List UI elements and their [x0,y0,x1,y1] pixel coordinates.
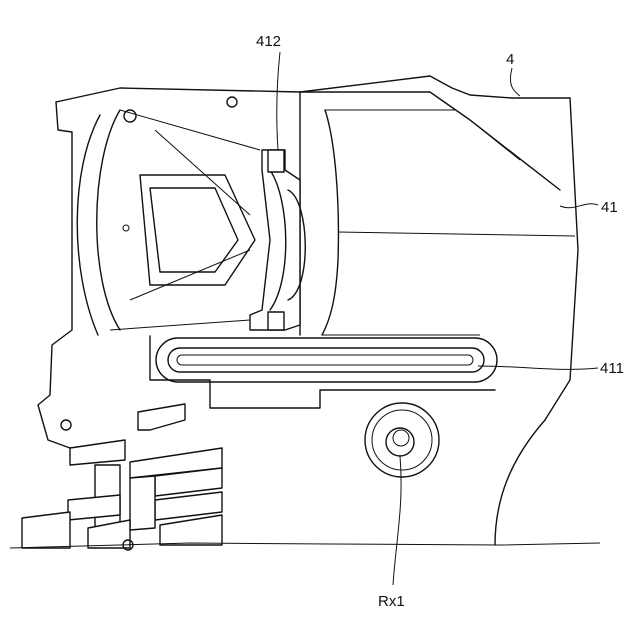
receiver-rx1 [365,403,439,477]
label-4: 4 [506,51,514,68]
body-41 [300,92,575,335]
label-411: 411 [600,360,624,377]
leader-lines [277,52,598,585]
label-41: 41 [601,199,618,216]
label-412: 412 [256,33,281,50]
slot-411 [150,336,497,408]
lower-connectors [22,404,222,548]
label-rx1: Rx1 [378,593,405,610]
flange-412 [250,150,305,330]
lens-ring-assembly [77,110,260,335]
